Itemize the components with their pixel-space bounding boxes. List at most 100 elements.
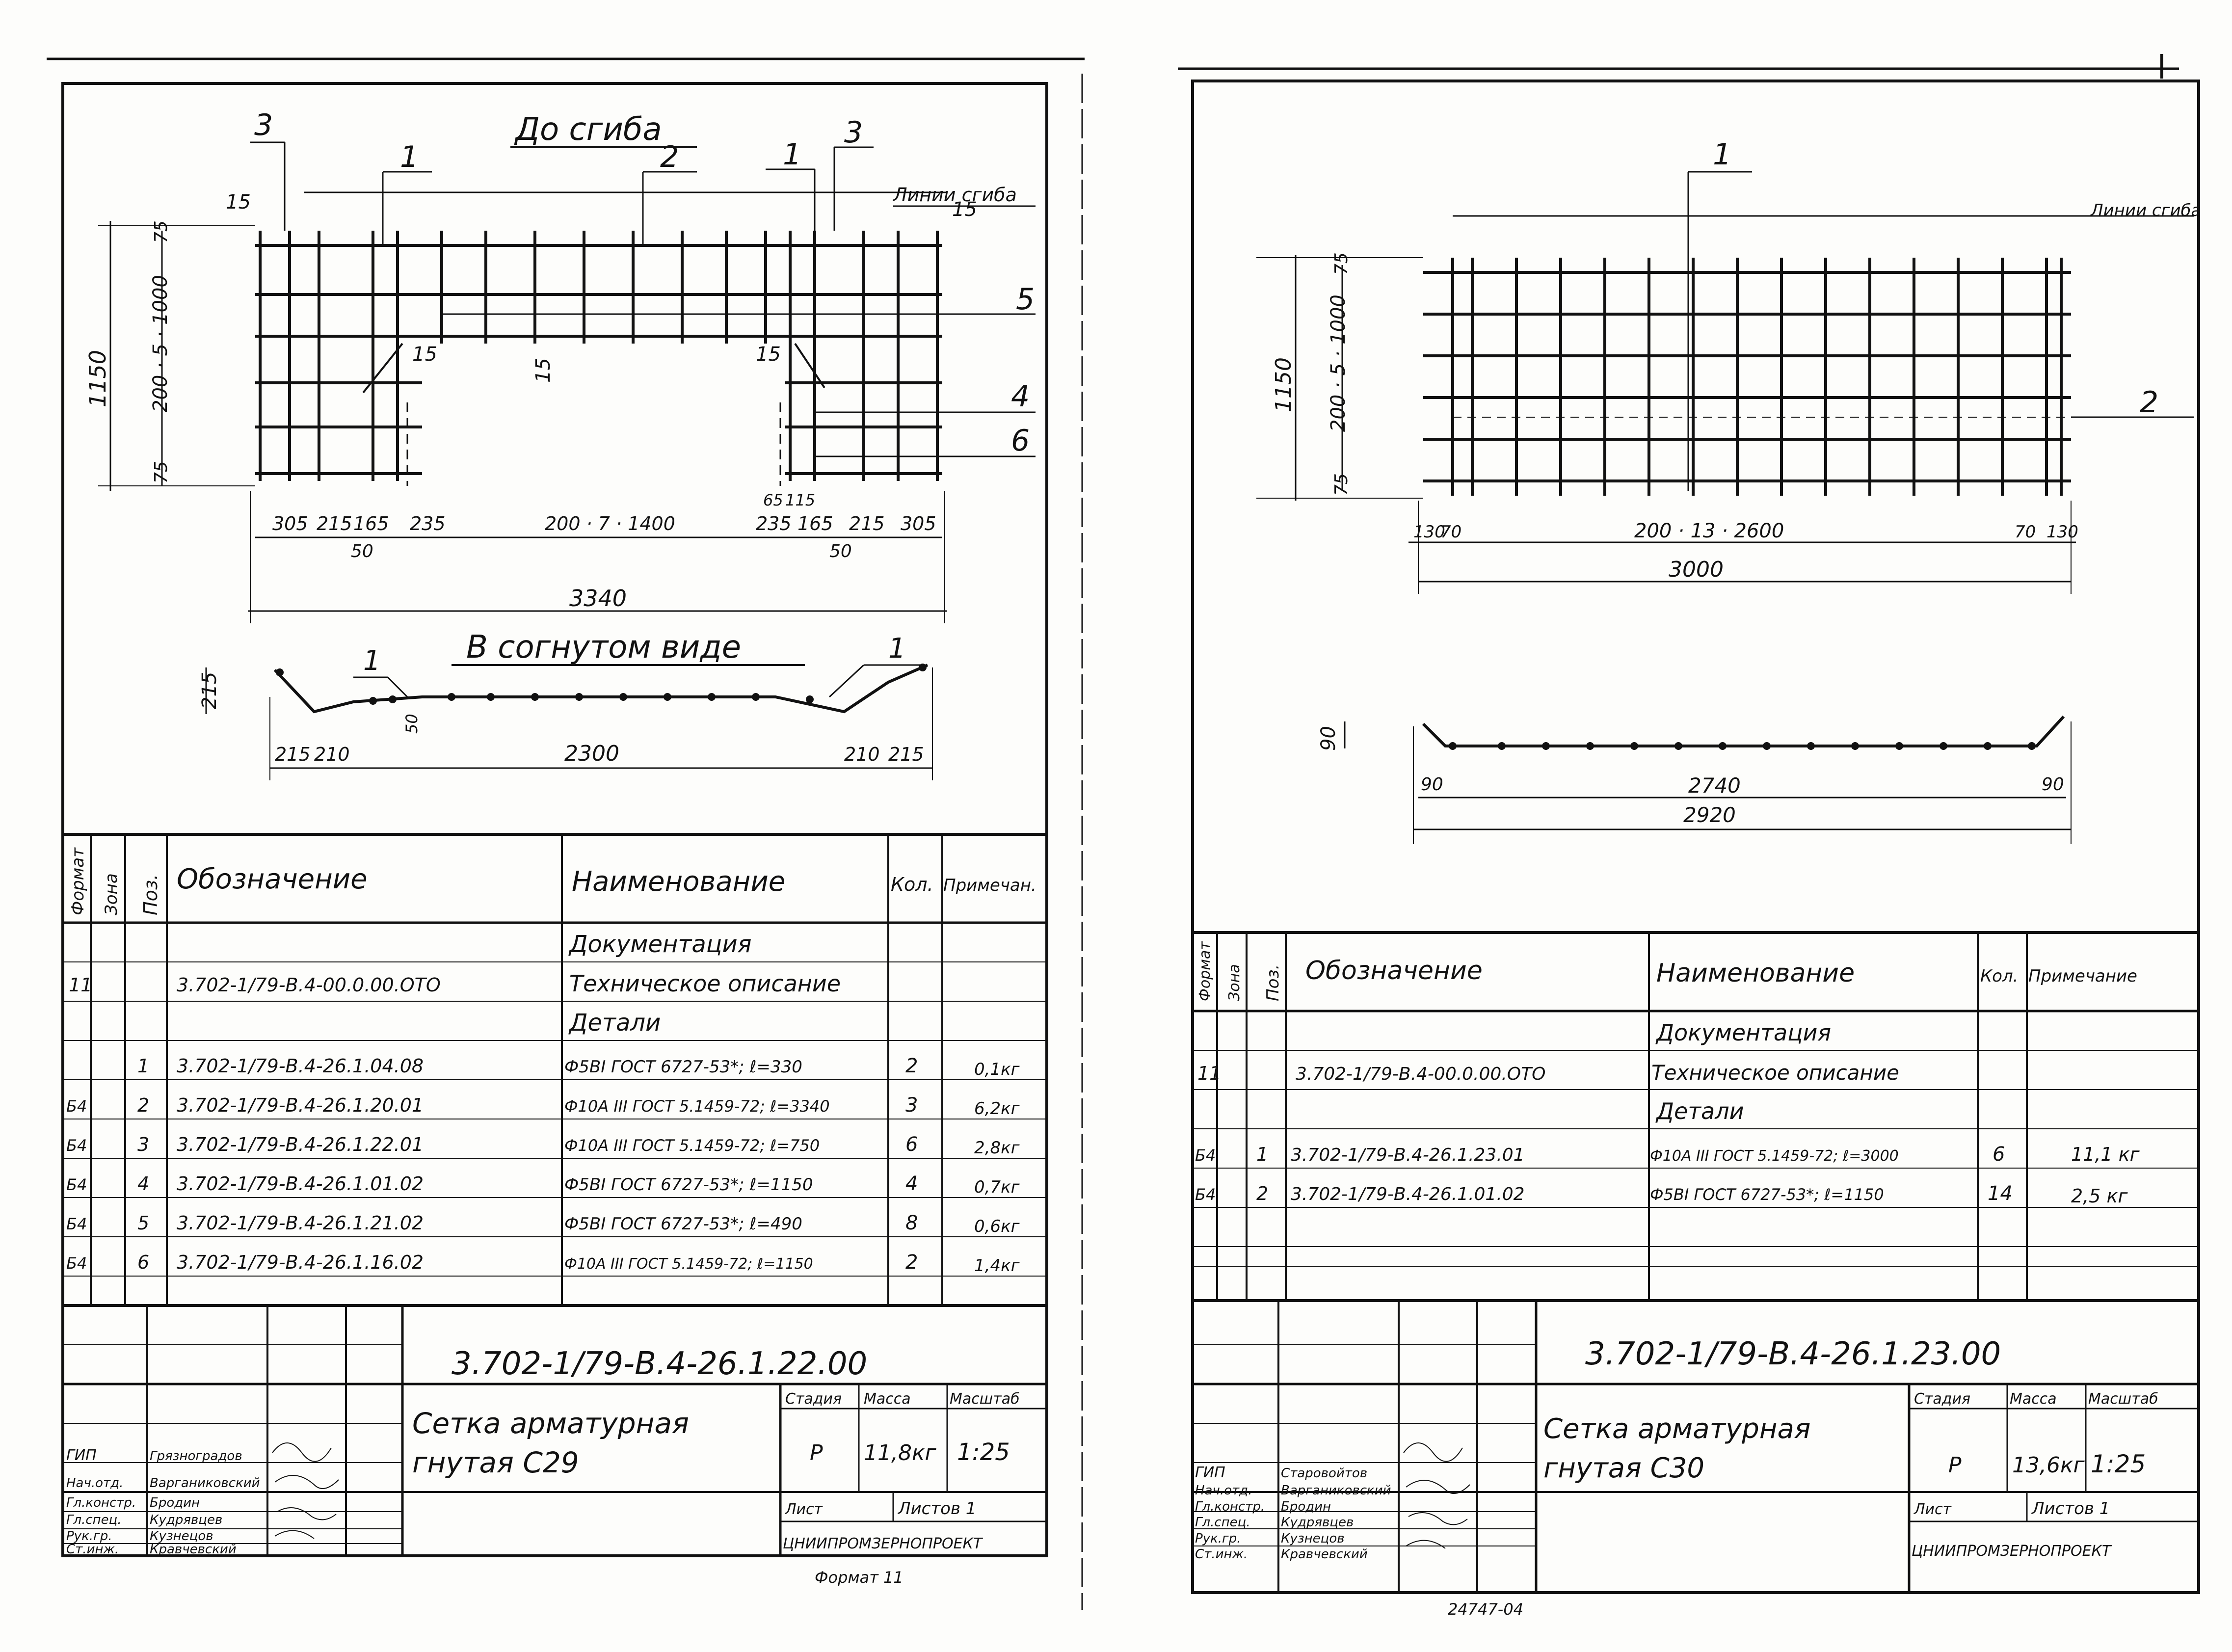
r-staff-name-6: Кравчевский xyxy=(1281,1547,1368,1562)
row8-qty: 2 xyxy=(905,1251,918,1274)
staff-name-3: Бродин xyxy=(150,1495,200,1510)
dim-chain-2: 215 xyxy=(317,513,352,534)
r-staff-role-1: ГИП xyxy=(1195,1464,1225,1481)
dim-chain-8: 215 xyxy=(849,513,885,534)
staff-role-6: Ст.инж. xyxy=(66,1542,119,1557)
right-callout-1: 1 xyxy=(1713,137,1731,172)
callout-1-right: 1 xyxy=(783,137,801,172)
r-row4-name: Ф5ВI ГОСТ 6727-53*; ℓ=1150 xyxy=(1650,1185,1884,1204)
th-qty: Кол. xyxy=(891,874,933,895)
row5-note: 2,8кг xyxy=(974,1138,1020,1158)
stamp-name-1: Сетка арматурная xyxy=(412,1407,689,1440)
right-dim-overall-width: 3000 xyxy=(1669,557,1724,582)
dim-chain-4: 235 xyxy=(410,513,446,534)
left-sheet: До сгиба В согнутом виде Линии сгиба xyxy=(61,82,1048,1587)
bent-chain-2: 210 xyxy=(314,744,350,765)
row1-format: 11 xyxy=(69,974,92,996)
right-dim-grid-height: 200 · 5 · 1000 xyxy=(1327,294,1350,432)
row7-note: 0,6кг xyxy=(974,1217,1020,1236)
r-row1-name: Техническое описание xyxy=(1651,1061,1899,1085)
dim-overall-width: 3340 xyxy=(569,585,627,612)
row5-pos: 3 xyxy=(137,1134,149,1155)
row4-name: Ф10А III ГОСТ 5.1459-72; ℓ=3340 xyxy=(564,1097,830,1116)
r-stamp-name-1: Сетка арматурная xyxy=(1543,1413,1810,1445)
dim-grid-height: 200 · 5 · 1000 xyxy=(149,275,172,412)
row4-pos: 2 xyxy=(137,1094,149,1116)
bent-callout-1-right: 1 xyxy=(888,633,906,665)
staff-name-4: Кудрявцев xyxy=(150,1513,222,1527)
row6-qty: 4 xyxy=(905,1172,918,1195)
title-bent-view: В согнутом виде xyxy=(466,629,741,666)
r-stamp-sheets: Листов 1 xyxy=(2031,1499,2110,1519)
stamp-scale: 1:25 xyxy=(957,1439,1010,1466)
r-row4-note: 2,5 кг xyxy=(2071,1185,2128,1207)
row5-format: Б4 xyxy=(66,1136,87,1155)
stamp-sheet: Лист xyxy=(785,1501,824,1518)
dim-50-left: 50 xyxy=(351,541,373,561)
row7-code: 3.702-1/79-В.4-26.1.21.02 xyxy=(177,1212,424,1234)
r-stamp-head-scale: Масштаб xyxy=(2088,1390,2158,1408)
th-note: Примечан. xyxy=(943,876,1036,895)
row4-format: Б4 xyxy=(66,1097,87,1116)
r-row3-qty: 6 xyxy=(1993,1143,2005,1166)
dim-65: 65 xyxy=(763,491,783,509)
row6-name: Ф5ВI ГОСТ 6727-53*; ℓ=1150 xyxy=(564,1175,813,1195)
right-mesh xyxy=(1423,258,2071,496)
stamp-head-mass: Масса xyxy=(864,1390,911,1408)
dim-15-b: 15 xyxy=(952,198,977,221)
r-row-details: Детали xyxy=(1655,1098,1744,1124)
dim-chain-7: 165 xyxy=(797,513,833,534)
right-sheet: Линии сгиба 1 xyxy=(1191,80,2201,1619)
r-stamp-head-mass: Масса xyxy=(2010,1390,2057,1408)
callout-3-left: 3 xyxy=(254,108,273,142)
left-mesh xyxy=(255,231,942,486)
right-bent-chain-1: 90 xyxy=(1421,774,1443,795)
stamp-head-scale: Масштаб xyxy=(950,1390,1020,1408)
callout-3-right: 3 xyxy=(844,115,863,150)
row5-name: Ф10А III ГОСТ 5.1459-72; ℓ=750 xyxy=(564,1136,820,1155)
row7-pos: 5 xyxy=(137,1212,149,1234)
staff-role-4: Гл.спец. xyxy=(66,1513,122,1527)
row5-code: 3.702-1/79-В.4-26.1.22.01 xyxy=(177,1134,424,1155)
r-staff-role-2: Нач.отд. xyxy=(1195,1483,1252,1498)
right-bent-chain-3: 90 xyxy=(2042,774,2064,795)
r-staff-role-6: Ст.инж. xyxy=(1195,1547,1248,1562)
staff-role-3: Гл.констр. xyxy=(66,1495,136,1510)
row6-pos: 4 xyxy=(137,1173,149,1195)
staff-name-1: Грязноградов xyxy=(150,1449,242,1464)
dim-chain-9: 305 xyxy=(901,513,936,534)
staff-role-1: ГИП xyxy=(66,1447,97,1464)
stamp-sheets: Листов 1 xyxy=(897,1499,976,1519)
left-title-block: 3.702-1/79-В.4-26.1.22.00 Сетка арматурн… xyxy=(63,1306,1047,1587)
r-staff-name-1: Старовойтов xyxy=(1281,1466,1367,1481)
row6-format: Б4 xyxy=(66,1175,87,1194)
title-before-bend: До сгиба xyxy=(514,111,662,148)
row7-format: Б4 xyxy=(66,1215,87,1233)
r-th-pos: Поз. xyxy=(1263,964,1283,1001)
r-row3-pos: 1 xyxy=(1256,1144,1268,1165)
r-th-name: Наименование xyxy=(1656,959,1855,988)
th-zone: Зона xyxy=(102,873,121,915)
row-documentation: Документация xyxy=(568,931,752,958)
dim-15-a: 15 xyxy=(226,191,251,213)
r-row3-note: 11,1 кг xyxy=(2071,1144,2140,1165)
dim-chain-1: 305 xyxy=(272,513,308,534)
staff-role-2: Нач.отд. xyxy=(66,1476,123,1491)
r-row3-format: Б4 xyxy=(1195,1146,1216,1165)
bent-callout-1-left: 1 xyxy=(363,645,381,677)
r-th-format: Формат xyxy=(1196,941,1214,1001)
callout-2: 2 xyxy=(660,140,679,174)
r-footer-number: 24747-04 xyxy=(1448,1600,1523,1619)
row8-code: 3.702-1/79-В.4-26.1.16.02 xyxy=(177,1252,424,1273)
stamp-name-2: гнутая С29 xyxy=(412,1446,579,1479)
row3-code: 3.702-1/79-В.4-26.1.04.08 xyxy=(177,1055,424,1077)
right-bent-total: 2920 xyxy=(1683,803,1736,827)
r-stamp-org: ЦНИИПРОМЗЕРНОПРОЕКТ xyxy=(1912,1543,2112,1560)
r-staff-role-5: Рук.гр. xyxy=(1195,1531,1241,1546)
r-signatures xyxy=(1403,1442,1470,1549)
row3-qty: 2 xyxy=(905,1055,918,1077)
dim-15-e: 15 xyxy=(756,343,781,366)
right-bent-chain-2: 2740 xyxy=(1688,773,1741,798)
r-th-designation: Обозначение xyxy=(1305,956,1483,986)
